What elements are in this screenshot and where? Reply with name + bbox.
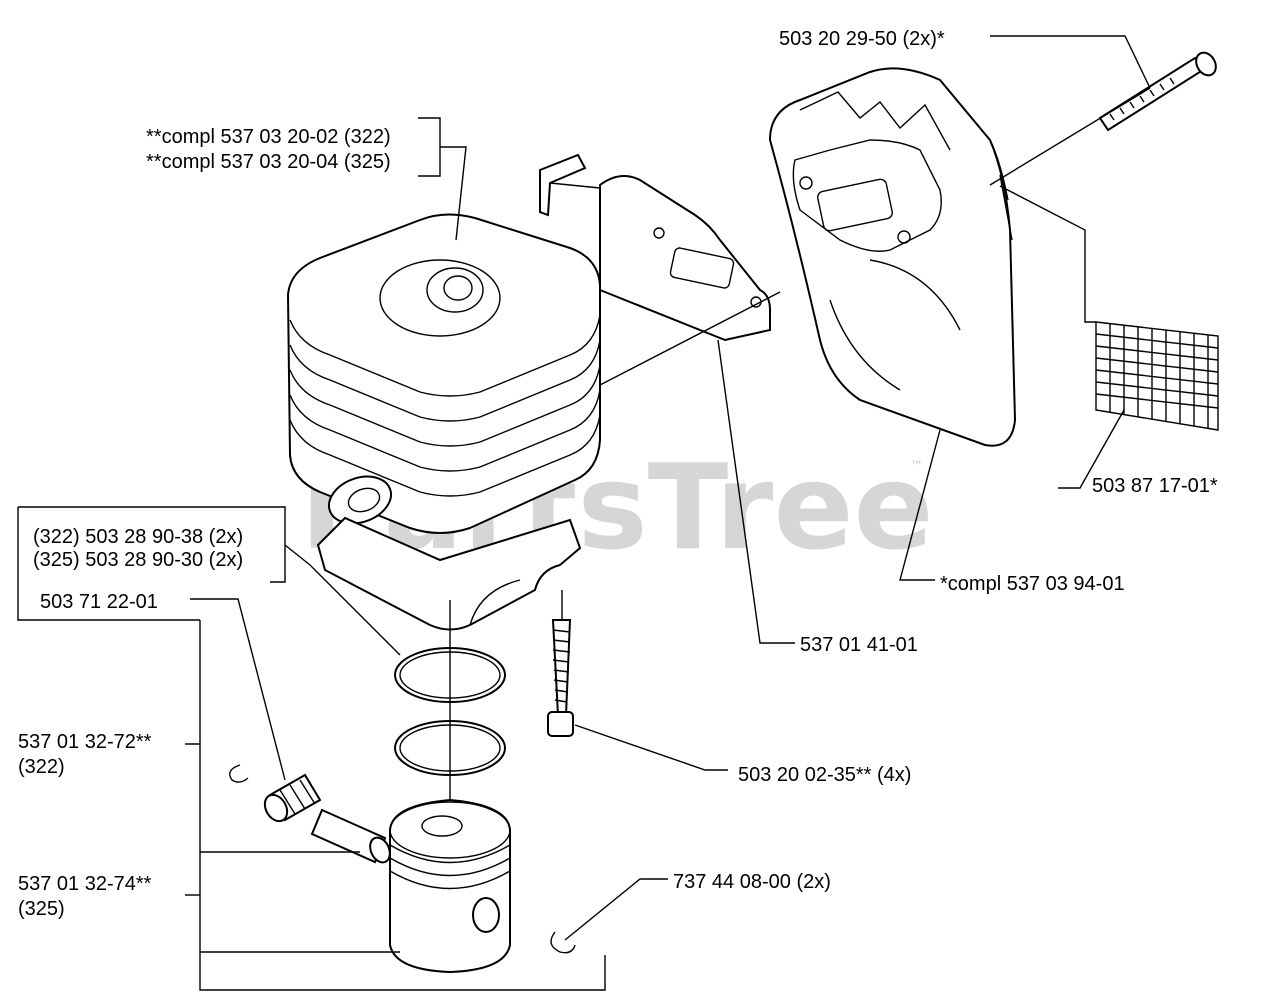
- gasket-part: [539, 153, 771, 342]
- bolt-top-part: [1098, 51, 1217, 132]
- label-cylinder-compl-325: **compl 537 03 20-04 (325): [146, 151, 391, 173]
- label-bearing: 503 71 22-01: [40, 591, 158, 613]
- leader-lines: [17, 35, 1151, 991]
- label-piston-322: 537 01 32-72**: [18, 731, 152, 753]
- piston-pin-part: [310, 808, 391, 864]
- label-cylinder-compl-322: **compl 537 03 20-02 (322): [146, 126, 391, 148]
- label-ring-325: (325) 503 28 90-30 (2x): [33, 549, 243, 571]
- label-ring-322: (322) 503 28 90-38 (2x): [33, 526, 243, 548]
- label-circlip: 737 44 08-00 (2x): [673, 871, 831, 893]
- label-piston-322-sub: (322): [18, 756, 65, 778]
- label-muffler-compl: *compl 537 03 94-01: [940, 573, 1125, 595]
- label-piston-325: 537 01 32-74**: [18, 873, 152, 895]
- piston-part: [389, 798, 511, 974]
- label-piston-325-sub: (325): [18, 898, 65, 920]
- cylinder-part: [286, 213, 601, 631]
- cylinder-screw-part: [547, 619, 574, 737]
- spark-screen-part: [1095, 321, 1219, 431]
- muffler-part: [768, 67, 1017, 447]
- watermark-trademark: ™: [910, 459, 923, 474]
- circlip-left-part: [229, 764, 249, 783]
- needle-bearing-part: [263, 773, 322, 823]
- label-screw: 503 20 02-35** (4x): [738, 764, 911, 786]
- label-bolt-top: 503 20 29-50 (2x)*: [779, 28, 945, 50]
- circlip-right-part: [550, 931, 576, 954]
- label-screen: 503 87 17-01*: [1092, 475, 1218, 497]
- label-gasket: 537 01 41-01: [800, 634, 918, 656]
